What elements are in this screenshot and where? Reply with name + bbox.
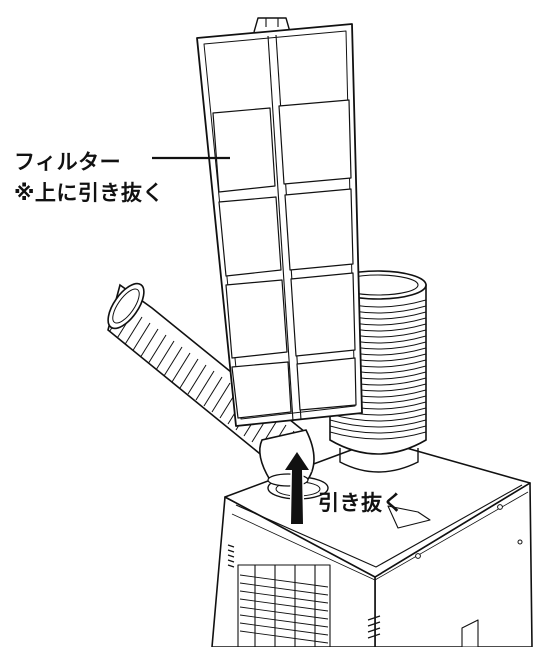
- filter: [196, 17, 363, 427]
- up-arrow-icon: [282, 449, 312, 526]
- pull-out-label: 引き抜く: [318, 491, 404, 515]
- filter-note-label: ※上に引き抜く: [14, 181, 164, 205]
- filter-label: フィルター: [14, 150, 122, 174]
